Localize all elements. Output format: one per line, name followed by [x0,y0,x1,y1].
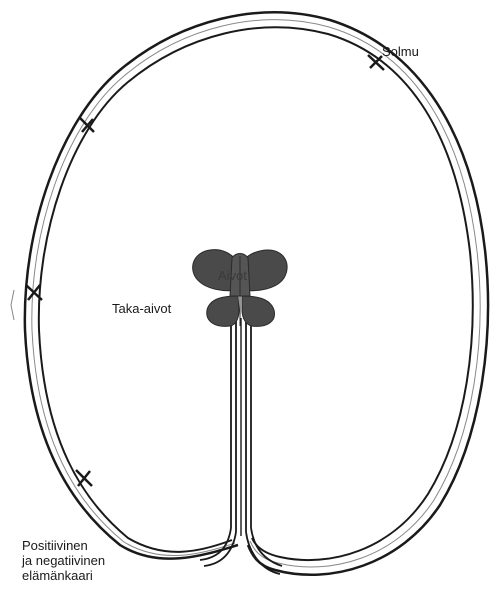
left-edge-mark [11,290,14,320]
middle-loop-line [32,20,480,567]
hindbrain-label: Taka-aivot [112,301,171,316]
outer-loop-line [25,12,488,574]
inner-loop-line [39,27,473,560]
life-arc-label: Positiivinen ja negatiivinen elämänkaari [22,538,105,583]
brain-label: Aivot [218,268,247,283]
brain-lower-right-lobe [242,296,274,326]
life-arc-label-line-1: Positiivinen [22,538,105,553]
life-arc-label-line-2: ja negatiivinen [22,553,105,568]
brain-lower-left-lobe [207,296,239,326]
node-label: Solmu [382,44,419,59]
brain-shape [193,250,287,327]
life-arc-label-line-3: elämänkaari [22,568,105,583]
node-lower-left [76,470,92,486]
